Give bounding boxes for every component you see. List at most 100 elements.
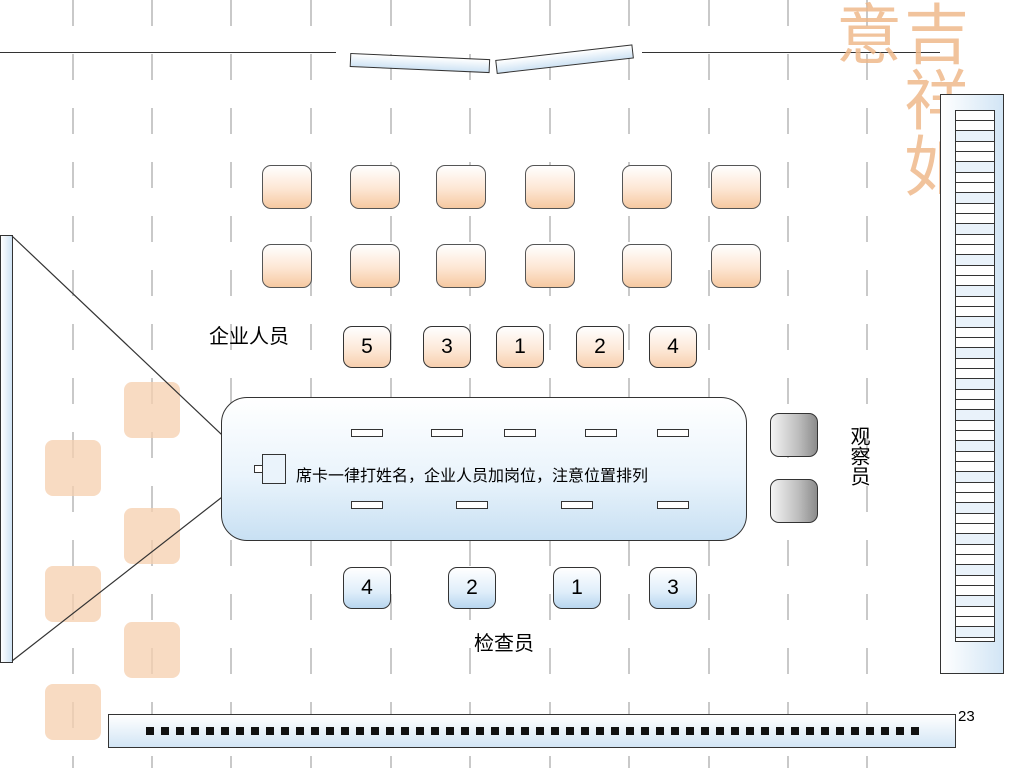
window-pane-mark — [280, 727, 289, 735]
window-pane-mark — [205, 727, 214, 735]
window-pane-mark — [505, 727, 514, 735]
background-dash-line — [549, 0, 551, 768]
window-pane-mark — [190, 727, 199, 735]
window-pane-mark — [835, 727, 844, 735]
window-pane-mark — [535, 727, 544, 735]
enterprise-seat: 2 — [576, 326, 624, 368]
window-pane-mark — [580, 727, 589, 735]
observer-label: 观察员 — [847, 426, 871, 486]
enterprise-seat: 4 — [649, 326, 697, 368]
window-pane-mark — [895, 727, 904, 735]
window-pane-mark — [820, 727, 829, 735]
chair — [436, 244, 486, 288]
window-pane-mark — [430, 727, 439, 735]
window-pane-mark — [565, 727, 574, 735]
background-dash-line — [866, 0, 868, 768]
wall-line-left — [0, 52, 336, 53]
window-pane-mark — [625, 727, 634, 735]
background-dash-line — [708, 0, 710, 768]
chair — [350, 165, 400, 209]
window-pane-mark — [655, 727, 664, 735]
enterprise-seat: 3 — [423, 326, 471, 368]
background-dash-line — [230, 0, 232, 768]
decorative-seal-small — [45, 684, 101, 740]
projector — [262, 454, 286, 484]
observer-seat — [770, 479, 818, 523]
window-pane-mark — [145, 727, 154, 735]
window-pane-mark — [340, 727, 349, 735]
window-pane-mark — [385, 727, 394, 735]
name-card — [657, 501, 689, 509]
bottom-window-bar — [108, 714, 956, 748]
projection-screen — [0, 235, 13, 663]
chair — [436, 165, 486, 209]
table-note: 席卡一律打姓名，企业人员加岗位，注意位置排列 — [296, 466, 649, 485]
window-pane-mark — [265, 727, 274, 735]
window-pane-mark — [850, 727, 859, 735]
window-pane-mark — [235, 727, 244, 735]
inspector-seat: 3 — [649, 567, 697, 609]
name-card — [585, 429, 617, 437]
window-pane-mark — [760, 727, 769, 735]
name-card — [657, 429, 689, 437]
window-pane-mark — [715, 727, 724, 735]
inspector-seat: 4 — [343, 567, 391, 609]
observer-seat — [770, 413, 818, 457]
decorative-seal-small — [124, 382, 180, 438]
inspector-seat: 2 — [448, 567, 496, 609]
name-card — [456, 501, 488, 509]
window-pane-mark — [910, 727, 919, 735]
name-card — [351, 429, 383, 437]
window-pane-mark — [790, 727, 799, 735]
chair — [525, 165, 575, 209]
conference-table — [221, 397, 747, 541]
enterprise-seat: 5 — [343, 326, 391, 368]
window-pane-mark — [370, 727, 379, 735]
window-pane-mark — [220, 727, 229, 735]
window-pane-mark — [355, 727, 364, 735]
window-pane-mark — [700, 727, 709, 735]
enterprise-seat: 1 — [496, 326, 544, 368]
window-pane-mark — [310, 727, 319, 735]
name-card — [504, 429, 536, 437]
decorative-seal-large: 吉祥如意 — [825, 0, 965, 198]
chair — [350, 244, 400, 288]
window-pane-mark — [400, 727, 409, 735]
name-card — [351, 501, 383, 509]
window-pane-mark — [745, 727, 754, 735]
window-pane-mark — [415, 727, 424, 735]
chair — [525, 244, 575, 288]
window-pane-mark — [775, 727, 784, 735]
projector-lens — [254, 465, 263, 473]
chair — [711, 244, 761, 288]
window-pane-mark — [445, 727, 454, 735]
enterprise-label: 企业人员 — [209, 324, 289, 348]
chair — [711, 165, 761, 209]
window-pane-mark — [295, 727, 304, 735]
window-pane-mark — [520, 727, 529, 735]
window-pane-mark — [595, 727, 604, 735]
window-pane-mark — [490, 727, 499, 735]
background-dash-line — [628, 0, 630, 768]
window-pane-mark — [475, 727, 484, 735]
name-card — [561, 501, 593, 509]
window-pane-mark — [730, 727, 739, 735]
chair — [622, 165, 672, 209]
window-pane-mark — [175, 727, 184, 735]
decorative-seal-small — [45, 440, 101, 496]
window-pane-mark — [640, 727, 649, 735]
window-pane-mark — [880, 727, 889, 735]
window-pane-mark — [250, 727, 259, 735]
window-pane-mark — [685, 727, 694, 735]
window-pane-mark — [460, 727, 469, 735]
background-dash-line — [787, 0, 789, 768]
window-pane-mark — [805, 727, 814, 735]
wall-line-right — [642, 52, 940, 53]
window-pane-mark — [610, 727, 619, 735]
window-pane-mark — [160, 727, 169, 735]
chair — [622, 244, 672, 288]
window-pane-mark — [865, 727, 874, 735]
right-cabinet-shelves — [955, 110, 995, 642]
background-dash-line — [310, 0, 312, 768]
